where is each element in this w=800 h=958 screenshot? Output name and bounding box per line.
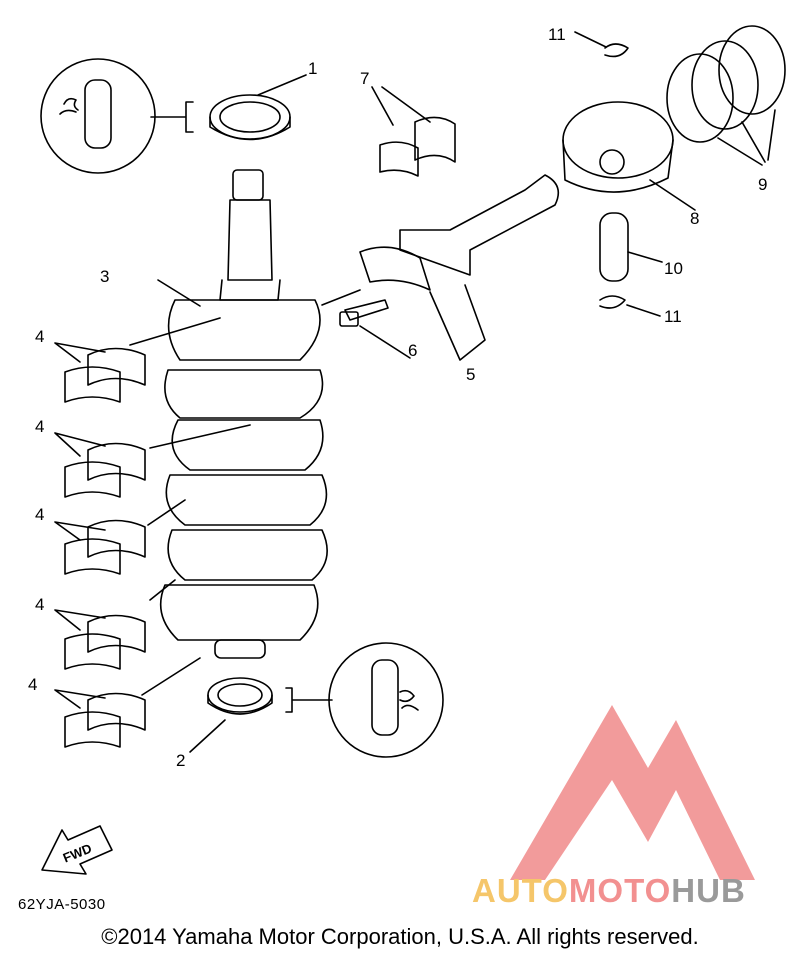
part-label-3: 3	[100, 267, 109, 286]
part-label-7: 7	[360, 69, 369, 88]
brand-hub: HUB	[671, 872, 746, 909]
circlip-part-11	[574, 31, 661, 317]
part-label-1: 1	[308, 59, 317, 78]
part-label-8: 8	[690, 209, 699, 228]
part-label-4: 4	[35, 505, 44, 524]
connecting-rod-part-5	[359, 174, 560, 361]
crankpin-bearing-part-7	[371, 86, 456, 177]
seal-detail-circle-top	[40, 58, 194, 174]
part-label-4: 4	[35, 327, 44, 346]
part-label-11: 11	[548, 25, 566, 44]
part-label-4: 4	[28, 675, 37, 694]
oil-seal-part-2	[189, 677, 273, 753]
piston-pin-part-10	[599, 212, 663, 282]
rod-bolt-part-6	[321, 289, 411, 359]
crankshaft-part-3	[129, 169, 328, 696]
part-label-5: 5	[466, 365, 475, 384]
watermark-logo-icon	[510, 705, 755, 880]
part-label-9: 9	[758, 175, 767, 194]
brand-auto: AUTO	[472, 872, 569, 909]
watermark-brand: AUTOMOTOHUB	[472, 872, 746, 910]
piston-part-8	[562, 101, 696, 211]
seal-detail-circle-bottom	[285, 642, 444, 758]
part-label-4: 4	[35, 417, 44, 436]
piston-rings-part-9	[666, 25, 786, 166]
part-label-6: 6	[408, 341, 417, 360]
oil-seal-part-1	[209, 74, 307, 141]
part-label-11: 11	[664, 307, 682, 326]
main-bearing-part-4	[54, 342, 146, 748]
part-label-10: 10	[664, 259, 683, 278]
fwd-arrow-icon	[41, 825, 113, 875]
drawing-code: 62YJA-5030	[18, 896, 106, 913]
part-label-4: 4	[35, 595, 44, 614]
brand-moto: MOTO	[568, 872, 672, 909]
part-label-2: 2	[176, 751, 185, 770]
fwd-label: FWD	[61, 841, 94, 866]
copyright-notice: ©2014 Yamaha Motor Corporation, U.S.A. A…	[101, 924, 699, 949]
